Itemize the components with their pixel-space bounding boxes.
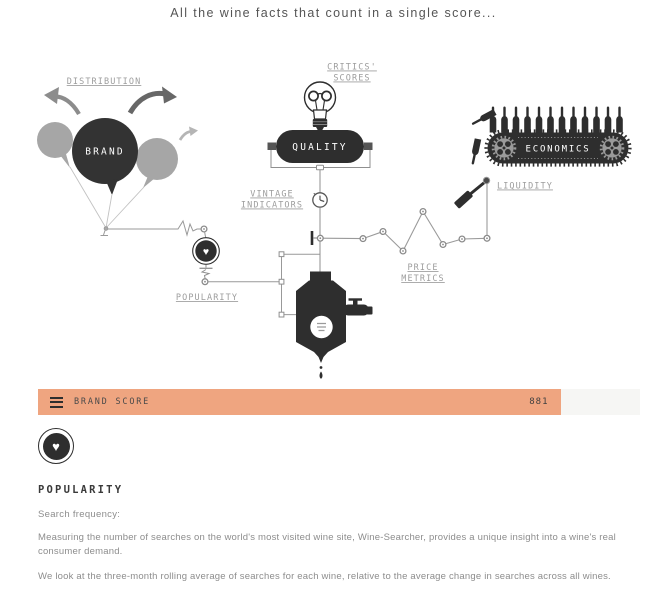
brand-score-row[interactable]: BRAND SCORE 881 bbox=[38, 389, 640, 415]
distribution-arrow-right-icon bbox=[127, 86, 177, 115]
fermenter-tank-icon bbox=[296, 271, 373, 379]
label-popularity[interactable]: POPULARITY bbox=[176, 293, 238, 303]
label-critics-scores[interactable]: CRITICS' bbox=[327, 63, 377, 73]
label-vintage-indicators[interactable]: VINTAGE bbox=[250, 190, 294, 200]
popularity-detail-section: ♥ POPULARITY Search frequency: Measuring… bbox=[38, 428, 646, 583]
data-node bbox=[399, 247, 407, 255]
heart-glyph: ♥ bbox=[203, 246, 209, 258]
quality-capsule[interactable]: QUALITY bbox=[267, 130, 373, 163]
tap-icon bbox=[340, 298, 373, 316]
data-node bbox=[419, 207, 427, 216]
distribution-arrow-small-icon bbox=[178, 126, 198, 141]
data-node bbox=[379, 227, 387, 236]
label-distribution[interactable]: DISTRIBUTION bbox=[67, 77, 142, 87]
brand-distribution-group: DISTRIBUTION bbox=[37, 77, 198, 236]
wire-node bbox=[201, 278, 209, 286]
quality-group: CRITICS' SCORES QUALITY bbox=[241, 63, 377, 278]
balloon-brand[interactable]: BRAND bbox=[72, 118, 138, 195]
wire-node bbox=[200, 225, 208, 233]
falling-bottle-icon bbox=[469, 138, 482, 166]
label-critics-scores[interactable]: SCORES bbox=[333, 74, 370, 84]
balloon-grey-right bbox=[136, 138, 178, 188]
popularity-badge: ♥ bbox=[38, 428, 74, 464]
wire-connector bbox=[278, 278, 285, 285]
score-bar-value: 881 bbox=[529, 397, 549, 407]
wire-connector bbox=[278, 311, 285, 318]
economics-label: ECONOMICS bbox=[526, 145, 591, 155]
economics-group: ECONOMICS bbox=[469, 106, 632, 167]
clock-icon bbox=[312, 192, 328, 208]
balloon-strings bbox=[69, 166, 145, 229]
data-node bbox=[359, 235, 367, 243]
bottle-row bbox=[489, 106, 623, 133]
drag-handle-icon[interactable] bbox=[50, 396, 63, 408]
detail-heading: POPULARITY bbox=[38, 484, 124, 496]
distribution-arrow-left-icon bbox=[44, 87, 81, 116]
conveyor-tread[interactable]: ECONOMICS bbox=[484, 129, 632, 167]
label-liquidity[interactable]: LIQUIDITY bbox=[497, 182, 553, 192]
label-vintage-indicators[interactable]: INDICATORS bbox=[241, 201, 303, 211]
data-node bbox=[483, 234, 491, 242]
popularity-group: ♥ POPULARITY bbox=[107, 219, 320, 318]
gavel-icon bbox=[454, 176, 491, 209]
wine-score-diagram: DISTRIBUTION bbox=[37, 63, 632, 379]
detail-paragraph-1: Measuring the number of searches on the … bbox=[38, 532, 616, 557]
heart-icon: ♥ bbox=[52, 438, 60, 454]
anchor-knot-icon bbox=[100, 226, 109, 236]
label-price-metrics[interactable]: METRICS bbox=[401, 274, 445, 284]
lightbulb-icon bbox=[303, 81, 337, 132]
score-bar-label: BRAND SCORE bbox=[74, 397, 151, 407]
heart-badge-icon[interactable]: ♥ bbox=[192, 237, 220, 265]
data-node bbox=[458, 235, 466, 243]
detail-subheading: Search frequency: bbox=[38, 509, 121, 520]
drip-small bbox=[319, 366, 323, 369]
drip-large bbox=[319, 371, 323, 379]
brand-label: BRAND bbox=[85, 147, 125, 158]
heartbeat-wire bbox=[107, 219, 201, 237]
page-title: All the wine facts that count in a singl… bbox=[170, 6, 497, 20]
battery-symbol-icon bbox=[199, 264, 213, 280]
label-price-metrics[interactable]: PRICE bbox=[407, 263, 438, 273]
brand-score-bar-fill: BRAND SCORE 881 bbox=[38, 389, 561, 415]
price-zigzag-line bbox=[320, 210, 488, 252]
data-node bbox=[439, 240, 447, 249]
price-metrics-group: LIQUIDITY PRICE METRICS bbox=[310, 176, 553, 284]
wire-connector bbox=[316, 164, 324, 171]
quality-label: QUALITY bbox=[292, 142, 347, 153]
data-node bbox=[316, 234, 324, 242]
wire-connector bbox=[278, 251, 285, 258]
detail-paragraph-2: We look at the three-month rolling avera… bbox=[38, 570, 611, 582]
balloon-grey-left bbox=[37, 122, 73, 168]
